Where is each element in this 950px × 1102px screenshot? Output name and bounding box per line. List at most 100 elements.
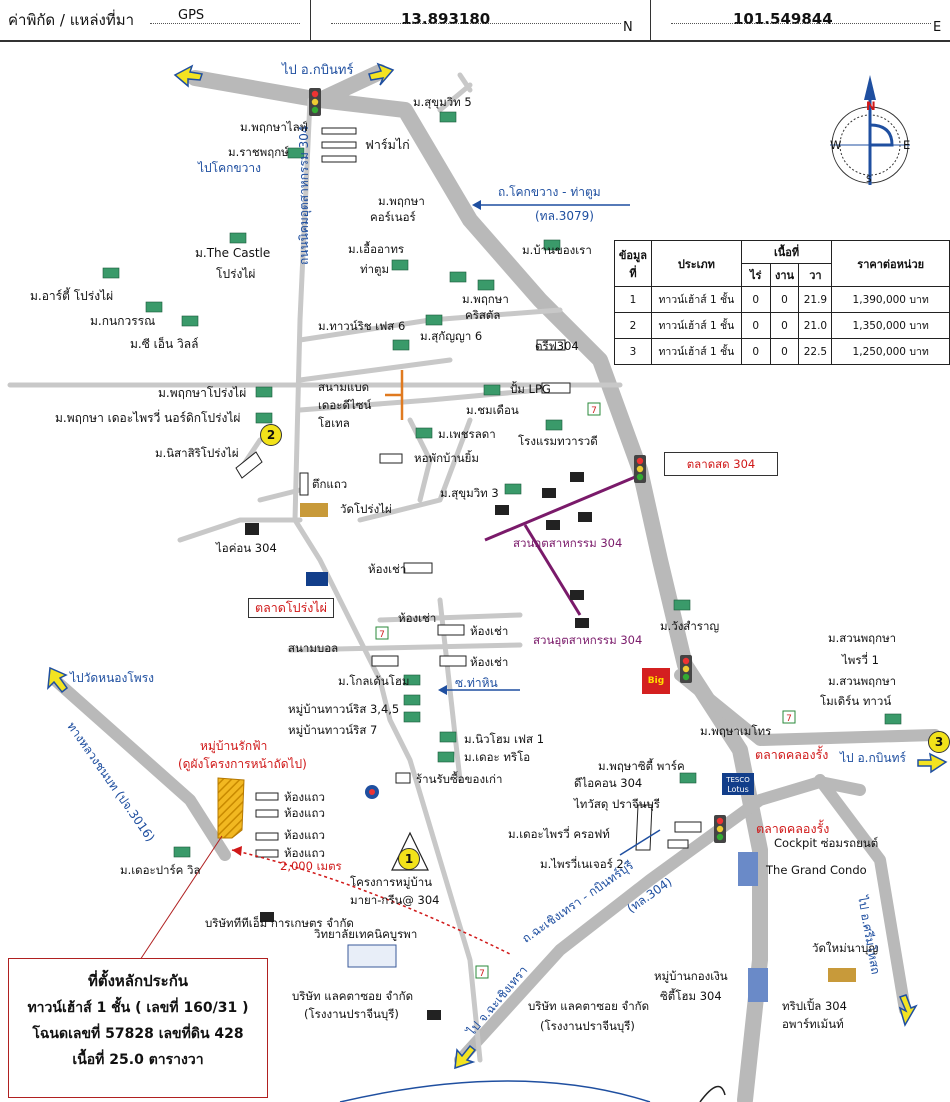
label-the-park-villa: ม.เดอะปาร์ค วิล — [120, 863, 201, 877]
label-shophouse-a: ห้องแถว — [284, 790, 325, 804]
label-pruksa-city: ม.พฤษาซิตี้ พาร์ค — [598, 759, 685, 773]
label-kong-ngern-1: หมู่บ้านกองเงิน — [654, 969, 728, 983]
label-rent-room-4: ห้องเช่า — [470, 655, 509, 669]
label-supanya: ม.สุกัญญา 6 — [420, 329, 483, 343]
label-suan-pruksa-2: ม.สวนพฤกษา — [828, 674, 897, 688]
svg-text:7: 7 — [479, 969, 485, 979]
label-dcon304: ดีไอคอน 304 — [574, 776, 643, 790]
label-market-prongphai: ตลาดโปร่งไผ่ — [248, 598, 334, 619]
label-to-kabin-top: ไป อ.กบินทร์ — [282, 63, 354, 78]
table-row: 3 ทาวน์เฮ้าส์ 1 ชั้น 0 0 22.5 1,250,000 … — [614, 338, 950, 365]
label-nivhome: ม.นิวโฮม เฟส 1 — [464, 732, 545, 746]
label-shophouse-d: ห้องแถว — [284, 846, 325, 860]
table-row: 2 ทาวน์เฮ้าส์ 1 ชั้น 0 0 21.0 1,350,000 … — [614, 312, 950, 339]
label-townrich-7: หมู่บ้านทาวน์ริส 7 — [288, 723, 378, 737]
collateral-deed: โฉนดเลขที่ 57828 เลขที่ดิน 428 — [32, 1026, 244, 1042]
label-wat-mai-na: วัดใหม่นาบุญ — [812, 941, 879, 955]
compass-n: N — [866, 99, 876, 113]
collateral-type: ทาวน์เฮ้าส์ 1 ชั้น ( เลขที่ 160/31 ) — [27, 1000, 249, 1016]
label-badminton-3: โฮเทล — [318, 416, 350, 430]
label-nisasiri: ม.นิสาสิริโปร่งไผ่ — [155, 446, 239, 460]
cell-wa: 22.5 — [798, 338, 833, 365]
label-ratchaphruek: ม.ราชพฤกษ์ — [228, 145, 289, 159]
label-suan-pruksa-1: ม.สวนพฤกษา — [828, 631, 897, 645]
coordinates-label: ค่าพิกัด / แหล่งที่มา — [8, 11, 135, 29]
label-pruksa-north: ม.พฤกษา เดอะไพรวี่ นอร์ดิกโปร่งไผ่ — [55, 411, 241, 425]
label-arty: ม.อาร์ตี้ โปร่งไผ่ — [30, 289, 114, 303]
label-pruksa-corner-2: คอร์เนอร์ — [370, 210, 416, 224]
label-wang-samran: ม.วังสำราญ — [660, 619, 720, 633]
label-sukhumvit3: ม.สุขุมวิท 3 — [440, 486, 499, 500]
label-tech-college: วิทยาลัยเทคนิคบูรพา — [314, 927, 418, 941]
marker-3: 3 — [928, 731, 950, 753]
label-badminton-1: สนามแบด — [318, 380, 370, 394]
label-kanokwan: ม.กนกวรรณ — [90, 314, 156, 328]
label-ua-arthorn-1: ม.เอื้ออาทร — [348, 242, 405, 256]
label-phetcharada: ม.เพชรลดา — [438, 427, 496, 441]
latitude-value: 13.893180 — [401, 10, 491, 28]
label-pruksa-crystal-2: คริสตัล — [465, 308, 501, 322]
th-ngan: งาน — [769, 263, 800, 287]
label-distance: 2,000 เมตร — [280, 859, 342, 873]
label-to-kok-kwang: ไปโคกขวาง — [198, 161, 261, 175]
cell-no: 3 — [614, 338, 652, 365]
label-cn-villa: ม.ซี เอ็น วิลล์ — [130, 337, 199, 351]
compass-rose — [830, 75, 910, 185]
cell-rai: 0 — [740, 338, 771, 365]
label-project-maya-1: โครงการหมู่บ้าน — [350, 875, 433, 889]
label-pruksa-crystal-1: ม.พฤกษา — [462, 292, 509, 306]
label-thai-watsadu: ไทวัสดุ ปราจีนบุรี — [574, 797, 660, 811]
label-khlong-rang-market-2: ตลาดคลองรั้ง — [756, 821, 830, 836]
label-industrial-park-1: สวนอุตสาหกรรม 304 — [513, 536, 623, 550]
svg-text:TESCO: TESCO — [725, 776, 750, 784]
coordinates-header: ค่าพิกัด / แหล่งที่มา GPS 13.893180 N 10… — [0, 0, 950, 42]
label-wat-prongphai: วัดโปร่งไผ่ — [340, 502, 392, 516]
label-junk-shop: ร้านรับซื้อของเก่า — [416, 772, 503, 786]
label-pruksa-life: ม.พฤกษาไลฟ์ — [240, 120, 308, 134]
th-price: ราคาต่อหน่วย — [831, 240, 950, 287]
label-rent-room-3: ห้องเช่า — [470, 624, 509, 638]
label-icon304: ไอค่อน 304 — [216, 541, 277, 555]
label-rent-room-1: ห้องเช่า — [368, 562, 407, 576]
th-area: เนื้อที่ — [740, 240, 833, 264]
label-kong-ngern-2: ซิตี้โฮม 304 — [660, 989, 722, 1003]
cell-wa: 21.9 — [798, 286, 833, 313]
label-townrich-345: หมู่บ้านทาวน์ริส 3,4,5 — [288, 702, 400, 716]
cell-price: 1,350,000 บาท — [831, 312, 950, 339]
label-village-rak-fah-2: (ดูผังโครงการหน้าถัดไป) — [178, 757, 307, 771]
label-the-castle-2: โปร่งไผ่ — [216, 267, 256, 281]
road-chachoengsao — [454, 774, 911, 1066]
map-canvas: 7 7 7 7 Big TESCO Lotus — [7, 62, 948, 1102]
highway-304 — [187, 64, 768, 1102]
label-latex-1a: บริษัท แลคตาซอย จำกัด — [292, 989, 414, 1003]
cell-ngan: 0 — [769, 286, 800, 313]
comparison-table: ข้อมูลที่ ประเภท เนื้อที่ ราคาต่อหน่วย ไ… — [614, 240, 950, 365]
th-type: ประเภท — [650, 240, 742, 287]
label-pruksa-prongphai: ม.พฤกษาโปร่งไผ่ — [158, 386, 247, 400]
table-row: 1 ทาวน์เฮ้าส์ 1 ชั้น 0 0 21.9 1,390,000 … — [614, 286, 950, 313]
highway-3016 — [49, 669, 941, 861]
svg-text:Big: Big — [648, 676, 664, 686]
label-privy-nature-2: ม.ไพรวี่เนเจอร์ 2 — [540, 857, 624, 871]
label-pruksa-corner-1: ม.พฤกษา — [378, 194, 425, 208]
label-badminton-2: เดอะดีไซน์ — [318, 398, 372, 412]
cell-rai: 0 — [740, 312, 771, 339]
marker-1: 1 — [398, 848, 420, 870]
label-project-maya-2: มายา-กรีน@ 304 — [350, 893, 440, 907]
svg-text:7: 7 — [379, 630, 385, 640]
coordinates-source: GPS — [178, 8, 205, 23]
label-fresh-market: ตลาดสด 304 — [664, 452, 778, 476]
label-latex-2a: บริษัท แลคตาซอย จำกัด — [528, 999, 650, 1013]
label-golden-home: ม.โกลเด้นโฮม — [338, 674, 410, 688]
label-town-rich: ม.ทาวน์ริช เฟส 6 — [318, 319, 406, 333]
collateral-title: ที่ตั้งหลักประกัน — [87, 972, 189, 990]
collateral-plot — [217, 777, 245, 839]
th-rai: ไร่ — [740, 263, 771, 287]
label-shophouse-c: ห้องแถว — [284, 828, 325, 842]
label-village-rak-fah: หมู่บ้านรักฟ้า — [200, 739, 268, 753]
svg-text:7: 7 — [591, 406, 597, 416]
th-wa: วา — [798, 263, 833, 287]
cell-no: 1 — [614, 286, 652, 313]
label-grand-condo: The Grand Condo — [766, 863, 867, 877]
label-shophouse: ตึกแถว — [312, 477, 348, 491]
